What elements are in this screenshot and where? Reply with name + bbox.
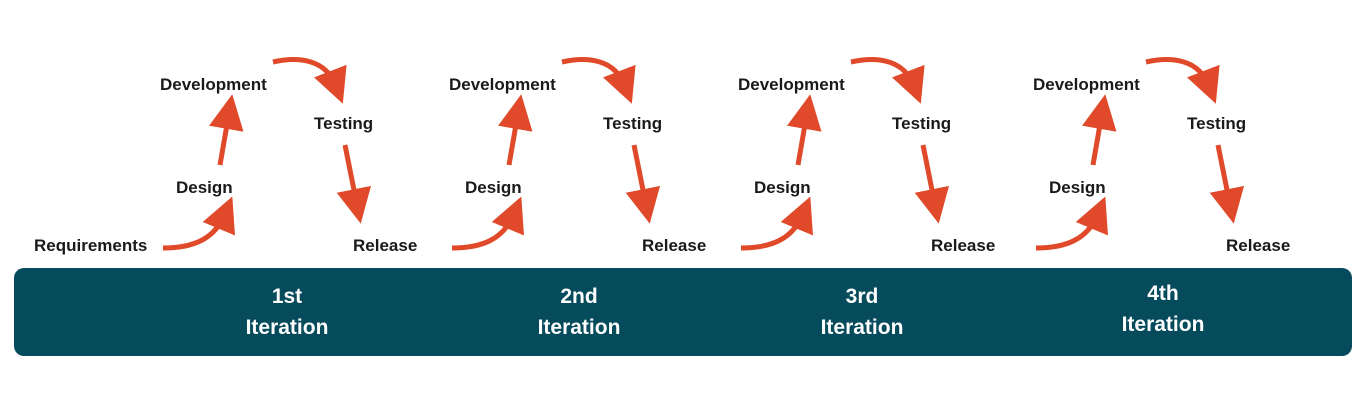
testing-to-release-arrow-1 — [336, 144, 372, 224]
testing-to-release-arrow-3 — [914, 144, 950, 224]
requirements-to-design-arrow-3 — [740, 196, 813, 251]
iteration-ordinal-1: 1st — [271, 285, 303, 308]
testing-to-release-arrow-4 — [1209, 144, 1245, 224]
stage-requirements-1: Requirements — [34, 236, 148, 255]
development-to-testing-arrow-1 — [272, 57, 347, 104]
iteration-word-4: Iteration — [1121, 313, 1205, 336]
design-to-development-arrow-4 — [1082, 94, 1117, 166]
stage-testing-3: Testing — [892, 114, 952, 133]
iteration-label-2: 2nd Iteration — [499, 281, 659, 343]
stage-development-2: Development — [449, 75, 556, 94]
stage-development-4: Development — [1033, 75, 1140, 94]
stage-design-2: Design — [465, 178, 522, 197]
iteration-word-1: Iteration — [245, 316, 329, 339]
stage-design-4: Design — [1049, 178, 1106, 197]
development-to-testing-arrow-2 — [561, 57, 636, 104]
iteration-label-4: 4th Iteration — [1083, 278, 1243, 340]
iteration-label-1: 1st Iteration — [207, 281, 367, 343]
stage-testing-1: Testing — [314, 114, 374, 133]
stage-testing-2: Testing — [603, 114, 663, 133]
requirements-to-design-arrow-1 — [162, 196, 235, 251]
iteration-ordinal-4: 4th — [1147, 282, 1179, 305]
iteration-word-2: Iteration — [537, 316, 621, 339]
iteration-3-arrows — [740, 57, 950, 251]
iteration-2-arrows — [451, 57, 661, 251]
iteration-1-arrows — [162, 57, 372, 251]
stage-development-3: Development — [738, 75, 845, 94]
stage-testing-4: Testing — [1187, 114, 1247, 133]
iteration-word-3: Iteration — [820, 316, 904, 339]
stage-release-3: Release — [931, 236, 996, 255]
iteration-ordinal-3: 3rd — [845, 285, 879, 308]
iteration-bar: 1st Iteration 2nd Iteration 3rd Iteratio… — [14, 268, 1352, 356]
design-to-development-arrow-3 — [787, 94, 822, 166]
stage-release-4: Release — [1226, 236, 1291, 255]
design-to-development-arrow-2 — [498, 94, 533, 166]
iteration-4-arrows — [1035, 57, 1245, 251]
development-to-testing-arrow-4 — [1145, 57, 1220, 104]
stage-release-1: Release — [353, 236, 418, 255]
stage-release-2: Release — [642, 236, 707, 255]
stage-design-3: Design — [754, 178, 811, 197]
stage-design-1: Design — [176, 178, 233, 197]
development-to-testing-arrow-3 — [850, 57, 925, 104]
requirements-to-design-arrow-2 — [451, 196, 524, 251]
design-to-development-arrow-1 — [209, 94, 244, 166]
iteration-ordinal-2: 2nd — [560, 285, 598, 308]
iteration-label-3: 3rd Iteration — [782, 281, 942, 343]
requirements-to-design-arrow-4 — [1035, 196, 1108, 251]
testing-to-release-arrow-2 — [625, 144, 661, 224]
stage-development-1: Development — [160, 75, 267, 94]
